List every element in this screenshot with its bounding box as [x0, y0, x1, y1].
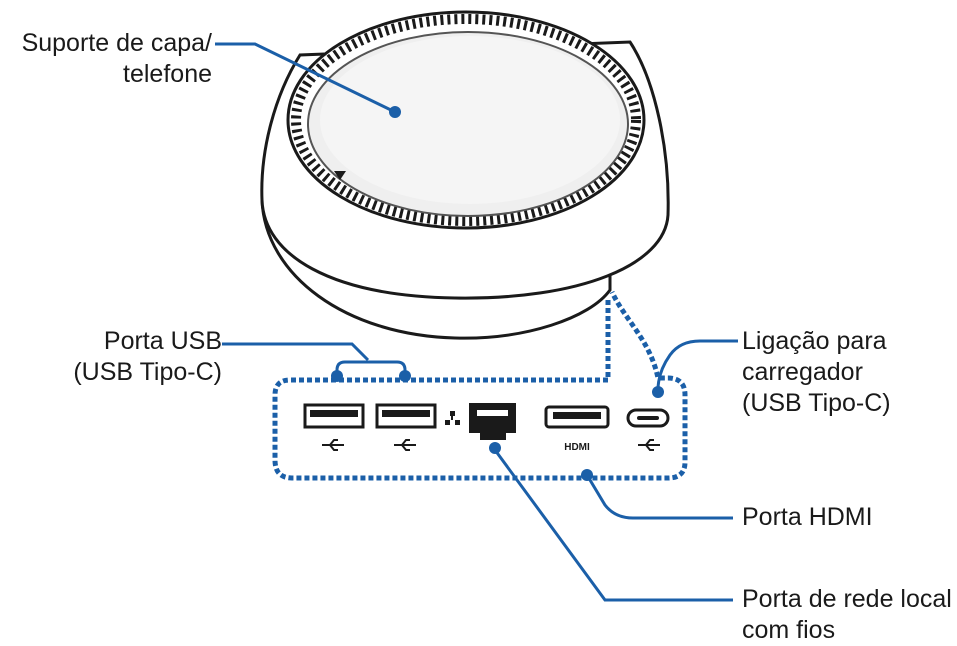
usb-port-1-tongue	[310, 410, 358, 417]
ports-panel: HDMI	[272, 290, 688, 481]
dock-device	[260, 10, 670, 340]
usb-c-icon	[638, 439, 660, 451]
usb-port-2-tongue	[382, 410, 430, 417]
callout-lan-line	[493, 449, 733, 602]
hdmi-mark: HDMI	[564, 442, 590, 453]
callout-dots	[331, 106, 664, 481]
callout-usb-line	[222, 342, 407, 376]
label-usb-port: Porta USB (USB Tipo-C)	[73, 327, 222, 386]
usb-c-tongue	[637, 416, 659, 420]
label-lan-port: Porta de rede local com fios	[742, 585, 952, 644]
label-hdmi-port: Porta HDMI	[742, 503, 873, 531]
label-cover-phone-holder: Suporte de capa/ telefone	[21, 29, 212, 88]
callout-hdmi-line	[585, 474, 733, 520]
lan-port	[469, 403, 516, 440]
usb-icon	[394, 439, 416, 451]
dock-vent-ring	[291, 14, 641, 226]
ports-dotted-frame	[272, 290, 688, 481]
label-charger-connection: Ligação para carregador (USB Tipo-C)	[742, 327, 891, 417]
cover-holder-arrow-icon	[334, 171, 346, 180]
usb-icon	[322, 439, 344, 451]
dock-top-surface	[320, 36, 620, 204]
callout-charger-line	[656, 339, 738, 391]
callouts	[215, 42, 738, 602]
network-icon	[445, 411, 460, 425]
lan-port-contacts	[477, 410, 508, 416]
hdmi-port-inner	[553, 412, 601, 419]
callout-holder-line	[215, 42, 396, 114]
